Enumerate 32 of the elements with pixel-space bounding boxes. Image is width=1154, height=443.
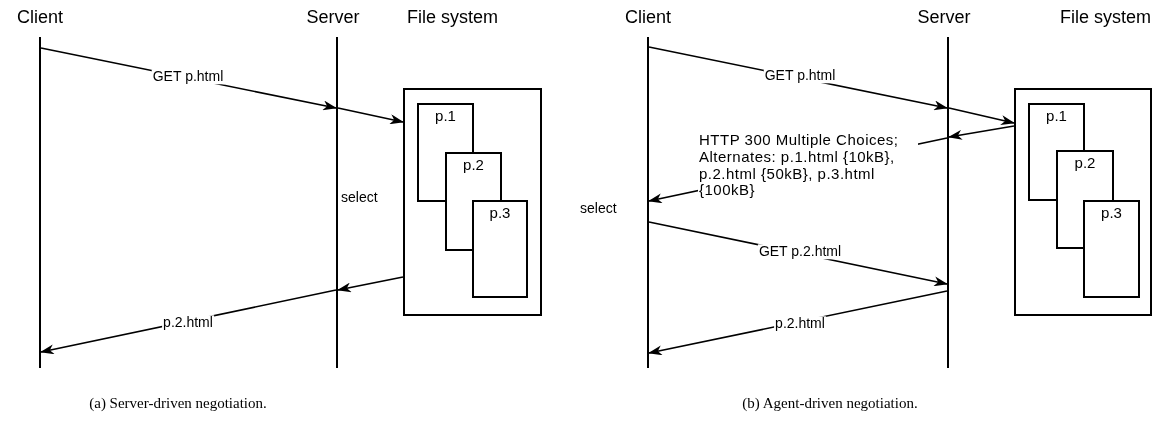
lifeline <box>39 37 41 368</box>
edge-label: p.2.html <box>162 315 214 331</box>
figure-caption: (a) Server-driven negotiation. <box>89 395 267 412</box>
lifeline-heading: Server <box>306 8 360 26</box>
arrow <box>337 107 404 125</box>
file-system-box <box>1014 88 1152 316</box>
edge-label: GET p.html <box>151 69 225 85</box>
edge-label: GET p.2.html <box>757 244 843 260</box>
step-note: select <box>579 201 618 217</box>
file-page: p.2 <box>1056 150 1114 200</box>
step-note: select <box>340 190 379 206</box>
lifeline <box>947 37 949 368</box>
file-page: p.3 <box>472 200 528 298</box>
edge-label: p.2.html <box>774 316 826 332</box>
lifeline-heading: Client <box>17 8 63 26</box>
arrow <box>337 276 404 293</box>
lifeline-heading: Server <box>917 8 971 26</box>
file-page: p.3 <box>1083 200 1140 298</box>
lifeline-heading: File system <box>1060 8 1151 26</box>
lifeline-heading: Client <box>625 8 671 26</box>
arrow <box>948 125 1015 140</box>
file-system-box <box>403 88 542 316</box>
figure-caption: (b) Agent-driven negotiation. <box>742 395 918 412</box>
file-page: p.1 <box>1028 103 1085 150</box>
lifeline <box>336 37 338 368</box>
edge-label: GET p.html <box>763 68 837 84</box>
edge-label: HTTP 300 Multiple Choices; Alternates: p.1.html {10kB}, p.2.html {50kB}, p.3.html {100kB} <box>698 132 918 200</box>
file-page: p.1 <box>417 103 474 152</box>
lifeline-heading: File system <box>407 8 498 26</box>
arrow <box>948 107 1015 125</box>
lifeline <box>647 37 649 368</box>
file-page: p.2 <box>445 152 502 200</box>
